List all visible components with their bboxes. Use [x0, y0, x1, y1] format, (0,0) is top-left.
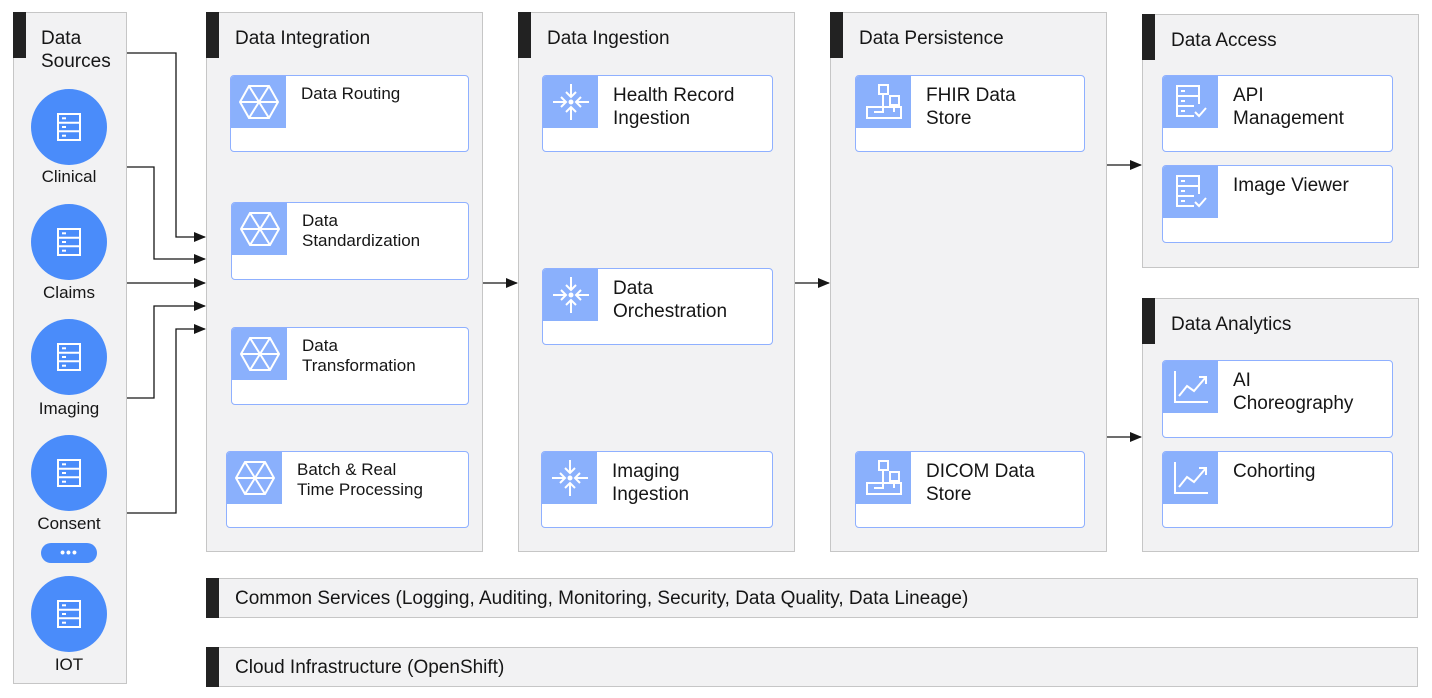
card-label: Data Transformation	[302, 336, 416, 375]
server-icon	[31, 89, 107, 165]
data-integration-panel: Data Integration Data Routing Data Stand…	[206, 12, 483, 552]
common-services-band: Common Services (Logging, Auditing, Moni…	[206, 578, 1418, 618]
source-label-iot: IOT	[54, 655, 84, 674]
source-label-imaging: Imaging	[38, 399, 100, 418]
panel-accent-bar	[1142, 14, 1155, 60]
card-image-viewer: Image Viewer	[1162, 165, 1393, 243]
data-ingestion-title: Data Ingestion	[547, 28, 670, 49]
source-label-claims: Claims	[43, 283, 95, 302]
panel-accent-bar	[830, 12, 843, 58]
card-health-record-ingestion: Health Record Ingestion	[542, 75, 773, 152]
data-flow-icon	[856, 76, 911, 128]
card-imaging-ingestion: Imaging Ingestion	[541, 451, 773, 528]
source-label-clinical: Clinical	[41, 167, 97, 186]
card-fhir-data-store: FHIR Data Store	[855, 75, 1085, 152]
cloud-infrastructure-label: Cloud Infrastructure (OpenShift)	[235, 657, 505, 678]
server-check-icon	[1163, 76, 1218, 128]
card-label: Data Orchestration	[613, 278, 728, 322]
card-label: Batch & Real Time Processing	[297, 460, 423, 499]
server-icon	[31, 204, 107, 280]
server-icon	[31, 576, 107, 652]
server-icon	[31, 319, 107, 395]
connector-clinical	[127, 166, 206, 264]
connector-imaging	[127, 301, 206, 399]
card-data-orchestration: Data Orchestration	[542, 268, 773, 345]
panel-accent-bar	[13, 12, 26, 58]
card-label: Data Routing	[301, 84, 401, 103]
hexagon-network-icon	[227, 452, 282, 504]
card-cohorting: Cohorting	[1162, 451, 1393, 528]
hexagon-network-icon	[232, 203, 287, 255]
card-label: Cohorting	[1233, 461, 1316, 482]
data-sources-panel: Data Sources Clinical Claims Imaging Con…	[13, 12, 127, 684]
data-ingestion-panel: Data Ingestion Health Record Ingestion D…	[518, 12, 795, 552]
data-flow-icon	[856, 452, 911, 504]
panel-accent-bar	[1142, 298, 1155, 344]
panel-accent-bar	[206, 647, 219, 687]
connector-sources-top	[127, 52, 206, 242]
data-persistence-title: Data Persistence	[859, 28, 1004, 49]
connector-consent	[127, 324, 206, 514]
card-dicom-data-store: DICOM Data Store	[855, 451, 1085, 528]
card-label: AI Choreography	[1233, 370, 1354, 414]
data-integration-title: Data Integration	[235, 28, 371, 49]
card-api-management: API Management	[1162, 75, 1393, 152]
more-sources-pill: •••	[41, 543, 97, 563]
hexagon-network-icon	[232, 328, 287, 380]
line-chart-icon	[1163, 361, 1218, 413]
card-label: Image Viewer	[1233, 175, 1349, 196]
card-label: DICOM Data Store	[926, 461, 1035, 505]
card-label: Health Record Ingestion	[613, 85, 735, 129]
data-sources-title: Data Sources	[41, 28, 111, 72]
card-label: FHIR Data Store	[926, 85, 1016, 129]
data-analytics-panel: Data Analytics AI Choreography Cohorting	[1142, 298, 1419, 552]
card-label: API Management	[1233, 85, 1344, 129]
card-data-routing: Data Routing	[230, 75, 469, 152]
server-icon	[31, 435, 107, 511]
source-label-consent: Consent	[37, 514, 101, 533]
data-analytics-title: Data Analytics	[1171, 314, 1292, 335]
card-ai-choreography: AI Choreography	[1162, 360, 1393, 438]
card-label: Data Standardization	[302, 211, 421, 250]
line-chart-icon	[1163, 452, 1218, 504]
panel-accent-bar	[518, 12, 531, 58]
converge-arrows-icon	[543, 269, 598, 321]
data-access-panel: Data Access API Management Image Viewer	[1142, 14, 1419, 268]
card-data-transformation: Data Transformation	[231, 327, 469, 405]
converge-arrows-icon	[542, 452, 597, 504]
cloud-infrastructure-band: Cloud Infrastructure (OpenShift)	[206, 647, 1418, 687]
server-check-icon	[1163, 166, 1218, 218]
card-label: Imaging Ingestion	[612, 461, 690, 505]
converge-arrows-icon	[543, 76, 598, 128]
hexagon-network-icon	[231, 76, 286, 128]
panel-accent-bar	[206, 12, 219, 58]
data-access-title: Data Access	[1171, 30, 1277, 51]
card-data-standardization: Data Standardization	[231, 202, 469, 280]
card-batch-realtime-processing: Batch & Real Time Processing	[226, 451, 469, 528]
panel-accent-bar	[206, 578, 219, 618]
data-persistence-panel: Data Persistence FHIR Data Store DICOM D…	[830, 12, 1107, 552]
common-services-label: Common Services (Logging, Auditing, Moni…	[235, 588, 969, 609]
